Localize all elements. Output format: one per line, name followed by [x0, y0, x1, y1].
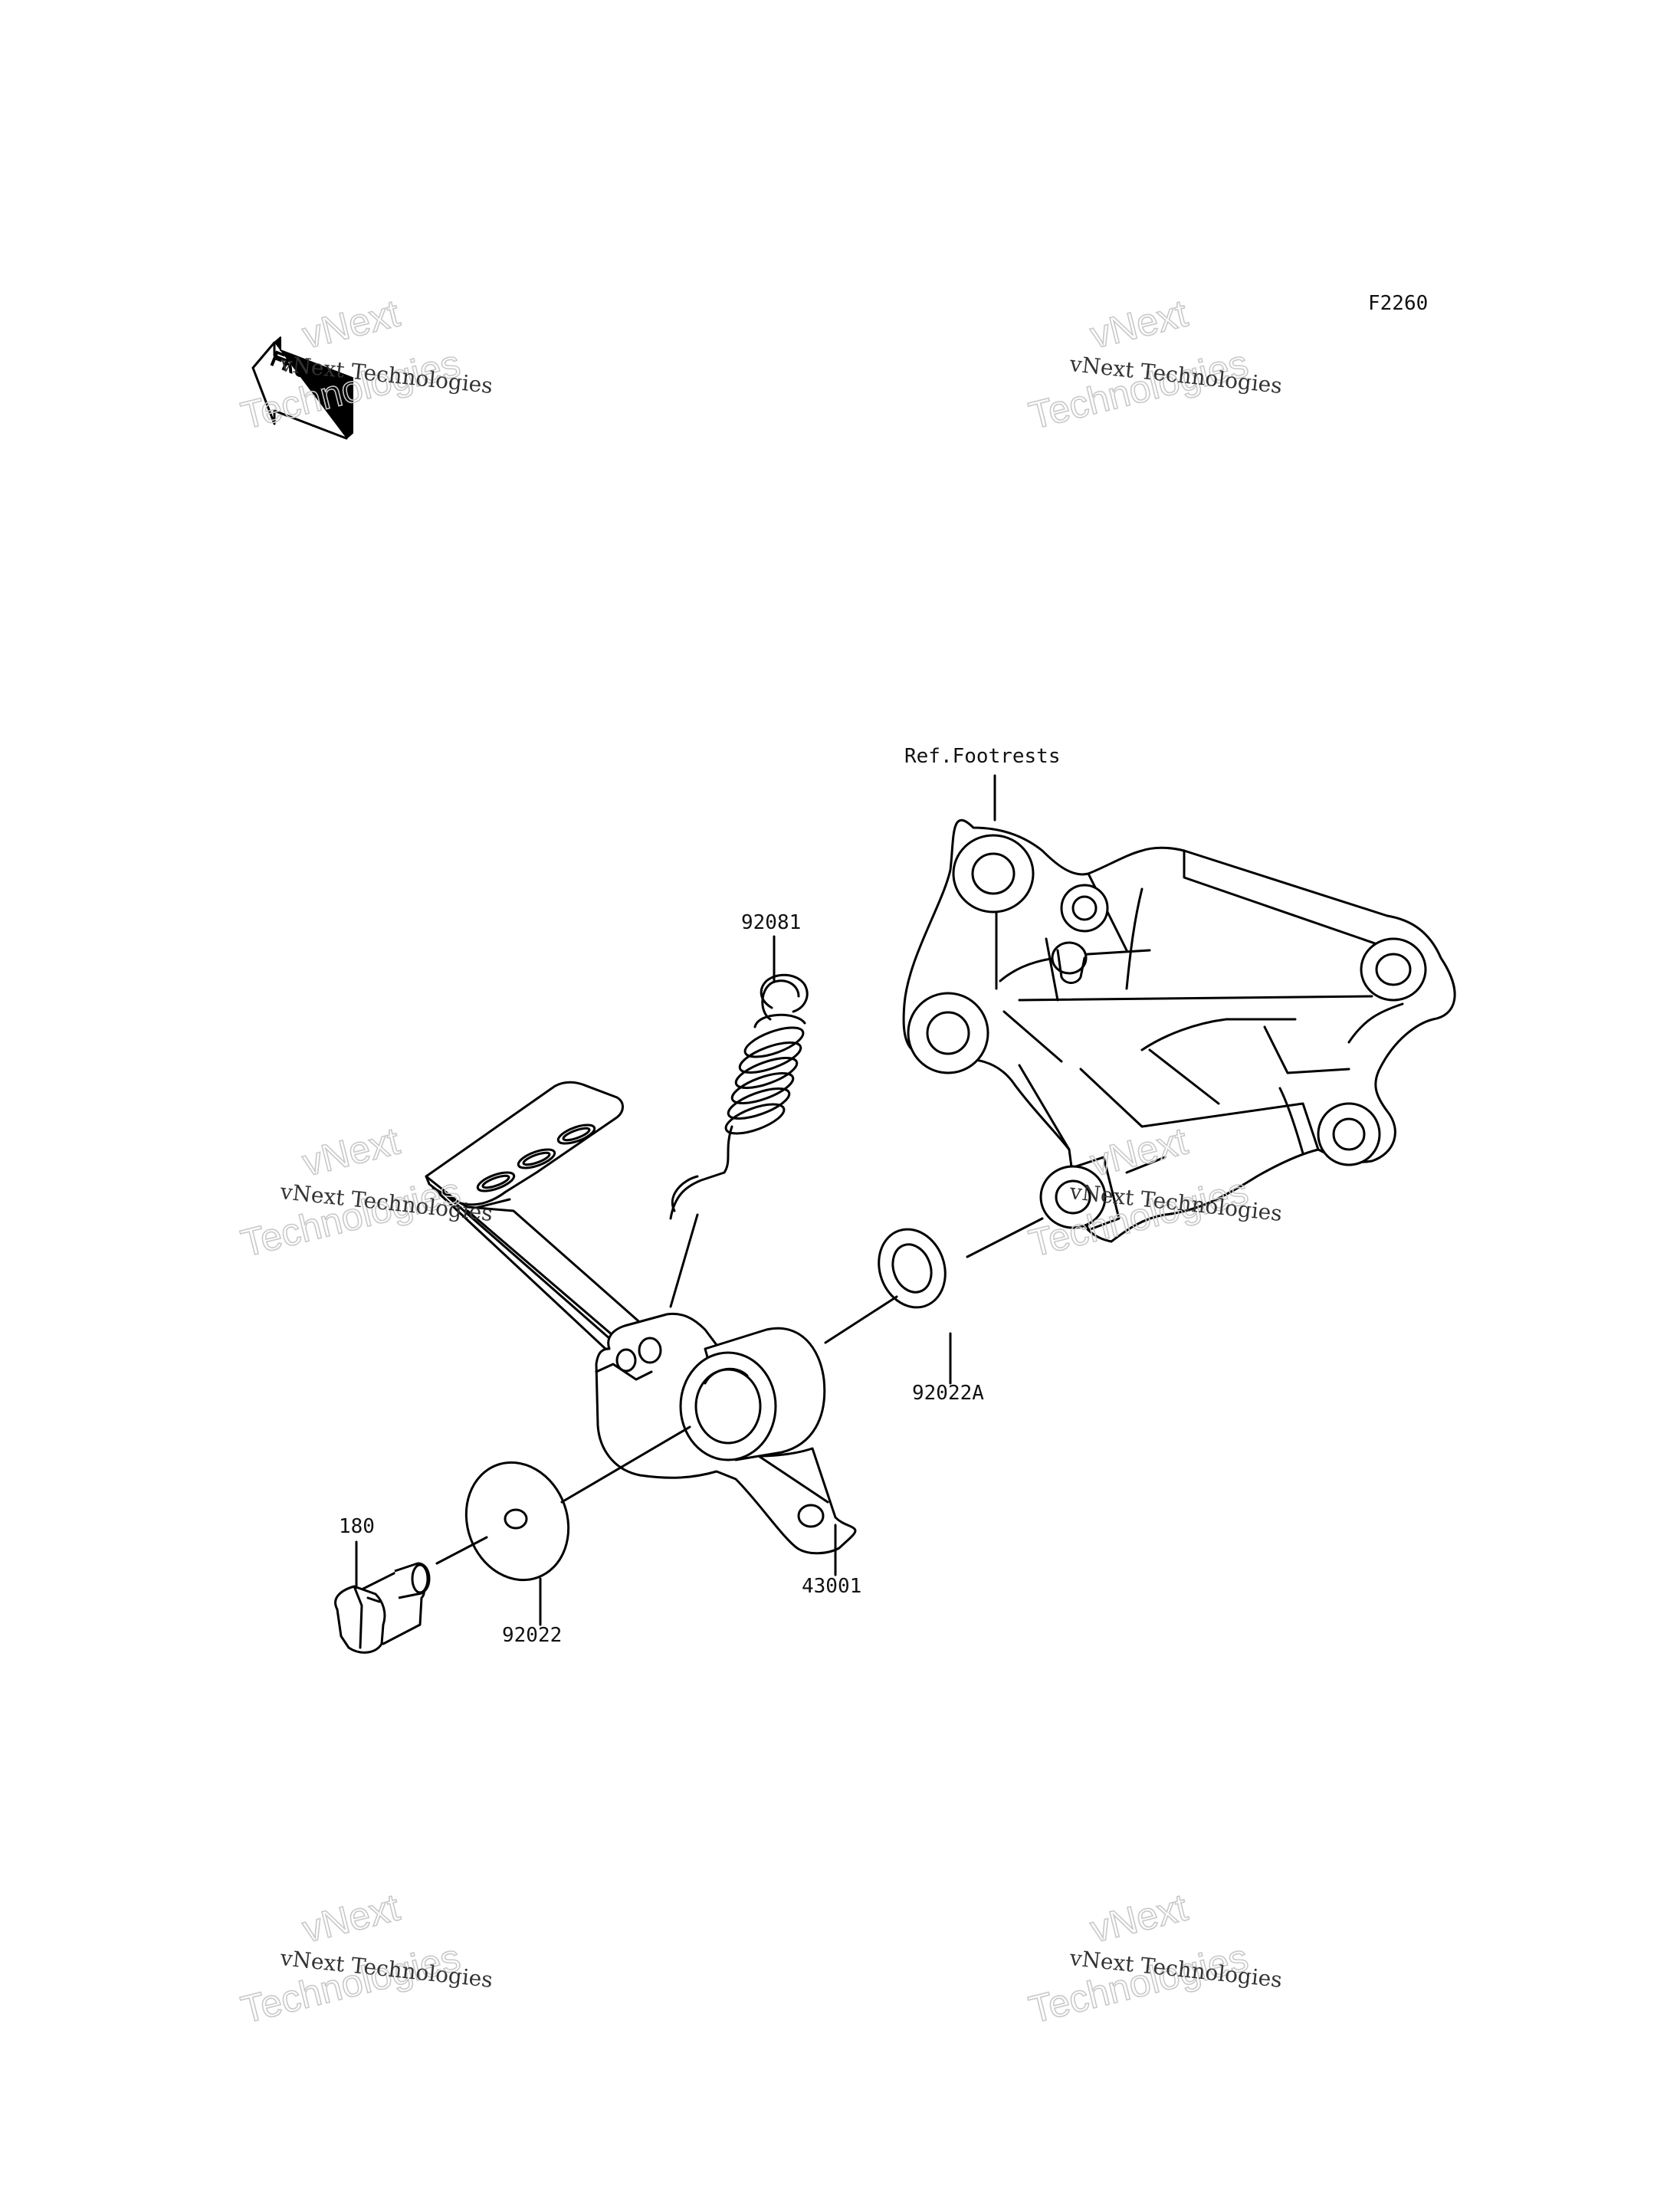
axis-line-washer — [560, 1425, 691, 1504]
washer-a-part — [878, 1228, 947, 1309]
spring-to-pedal-leader — [669, 1213, 699, 1308]
svg-text:vNext: vNext — [1086, 1885, 1192, 1950]
watermark-top-right: vNext Technologies vNext Technologies — [1024, 291, 1283, 438]
watermark-bottom-left: vNext Technologies vNext Technologies — [236, 1885, 494, 2032]
axis-line-bolt — [435, 1536, 488, 1565]
part-number-180: 180 — [339, 1515, 375, 1538]
watermark-mid-left: vNext Technologies vNext Technologies — [236, 1119, 494, 1266]
svg-text:vNext: vNext — [298, 291, 404, 356]
footrest-bracket — [902, 818, 1456, 1243]
part-number-92081: 92081 — [741, 911, 801, 934]
reference-label: Ref.Footrests — [904, 745, 1061, 768]
axis-line-bracket — [966, 1217, 1044, 1258]
washer-part — [464, 1461, 570, 1582]
axis-line-washer-a — [824, 1295, 898, 1344]
svg-text:vNext: vNext — [1086, 291, 1192, 356]
svg-text:vNext: vNext — [298, 1885, 404, 1950]
watermark-bottom-right: vNext Technologies vNext Technologies — [1024, 1885, 1283, 2032]
part-number-43001: 43001 — [802, 1575, 861, 1598]
part-number-92022A: 92022A — [912, 1382, 984, 1405]
bolt-part — [334, 1562, 431, 1654]
svg-text:vNext: vNext — [298, 1119, 404, 1184]
spring-part — [669, 973, 809, 1220]
brake-pedal-part — [425, 1081, 857, 1555]
part-number-92022: 92022 — [502, 1624, 562, 1647]
figure-code: F2260 — [1368, 292, 1428, 315]
